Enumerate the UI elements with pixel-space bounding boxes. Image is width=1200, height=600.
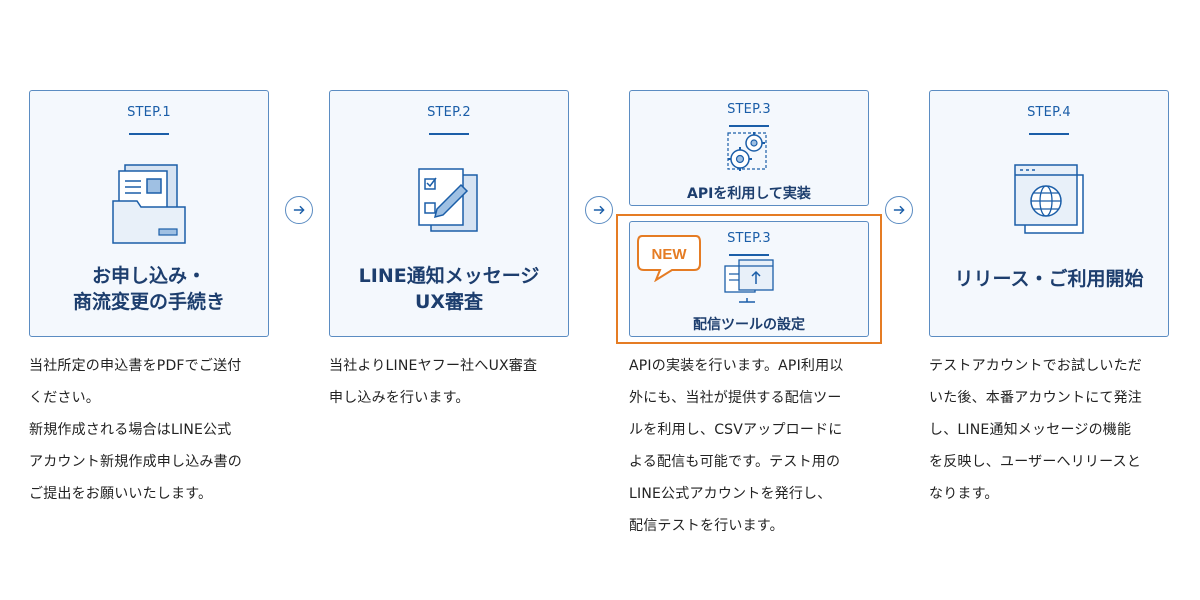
step-3-tool-title: 配信ツールの設定 (693, 317, 805, 333)
monitor-upload-icon (724, 259, 774, 303)
step-4-description: テストアカウントでお試しいただ いた後、本番アカウントにて発注 し、LINE通知… (929, 350, 1179, 510)
step-1-desc-line: 当社所定の申込書をPDFでご送付 (29, 358, 242, 374)
step-3-desc-line: 配信テストを行います。 (629, 518, 784, 534)
step-1-desc-line: アカウント新規作成申し込み書の (29, 454, 242, 470)
step-3-tool-label: STEP.3 (727, 231, 771, 246)
step-4-desc-line: なります。 (929, 486, 999, 502)
step-2-title-line-2: UX審査 (414, 291, 484, 313)
step-3-tool-underline (729, 254, 769, 256)
step-3-tool-highlight (616, 214, 882, 344)
step-1-desc-line: 新規作成される場合はLINE公式 (29, 422, 232, 438)
step-2-desc-line: 当社よりLINEヤフー社へUX審査 (329, 358, 538, 374)
checklist-pen-icon (418, 168, 478, 232)
step-2-card: STEP.2 LINE通知メッセージ UX審査 (329, 90, 569, 337)
folder-document-icon (112, 164, 186, 244)
new-badge-bubble: NEW (637, 235, 701, 282)
arrow-right-circle-icon (585, 196, 613, 224)
step-4-underline (1029, 133, 1069, 135)
step-3-api-card: STEP.3 APIを利用して実装 (629, 90, 869, 206)
step-3-description: APIの実装を行います。API利用以 外にも、当社が提供する配信ツー ルを利用し… (629, 350, 879, 542)
new-badge-text: NEW (652, 246, 688, 263)
step-3-api-underline (729, 125, 769, 127)
step-1-underline (129, 133, 169, 135)
arrow-right-circle-icon (285, 196, 313, 224)
step-2-description: 当社よりLINEヤフー社へUX審査 申し込みを行います。 (329, 350, 579, 414)
step-1-title-line-1: お申し込み・ (91, 265, 206, 287)
step-2-underline (429, 133, 469, 135)
step-4-desc-line: を反映し、ユーザーへリリースと (929, 454, 1142, 470)
step-3-desc-line: APIの実装を行います。API利用以 (629, 358, 844, 374)
step-3-desc-line: 外にも、当社が提供する配信ツー (629, 390, 842, 406)
step-3-api-title: APIを利用して実装 (687, 186, 811, 202)
step-3-desc-line: ルを利用し、CSVアップロードに (629, 422, 843, 438)
step-4-desc-line: テストアカウントでお試しいただ (929, 358, 1142, 374)
step-4-title: リリース・ご利用開始 (930, 266, 1168, 292)
step-4-card: STEP.4 リリース・ご利用開始 (929, 90, 1169, 337)
step-1-card: STEP.1 お申し込み・ 商流変更の手続き (29, 90, 269, 337)
step-1-desc-line: ご提出をお願いいたします。 (29, 486, 213, 502)
step-1-desc-line: ください。 (29, 390, 100, 406)
step-2-label: STEP.2 (427, 105, 471, 120)
step-3-desc-line: よる配信も可能です。テスト用の (629, 454, 841, 470)
step-1-title: お申し込み・ 商流変更の手続き (30, 263, 268, 315)
step-1-title-line-2: 商流変更の手続き (72, 291, 225, 313)
browser-globe-icon (1014, 164, 1084, 234)
step-2-title: LINE通知メッセージ UX審査 (330, 263, 568, 315)
step-4-label: STEP.4 (1027, 105, 1071, 120)
step-4-desc-line: いた後、本番アカウントにて発注 (929, 390, 1142, 406)
gears-icon (727, 132, 767, 171)
step-1-description: 当社所定の申込書をPDFでご送付 ください。 新規作成される場合はLINE公式 … (29, 350, 279, 510)
step-2-title-line-1: LINE通知メッセージ (358, 265, 540, 287)
step-2-desc-line: 申し込みを行います。 (329, 390, 470, 406)
arrow-right-circle-icon (885, 196, 913, 224)
step-1-label: STEP.1 (127, 105, 171, 120)
step-4-desc-line: し、LINE通知メッセージの機能 (929, 422, 1132, 438)
step-3-desc-line: LINE公式アカウントを発行し、 (629, 486, 832, 502)
step-4-title-line-1: リリース・ご利用開始 (954, 268, 1144, 290)
step-3-api-label: STEP.3 (727, 102, 771, 117)
